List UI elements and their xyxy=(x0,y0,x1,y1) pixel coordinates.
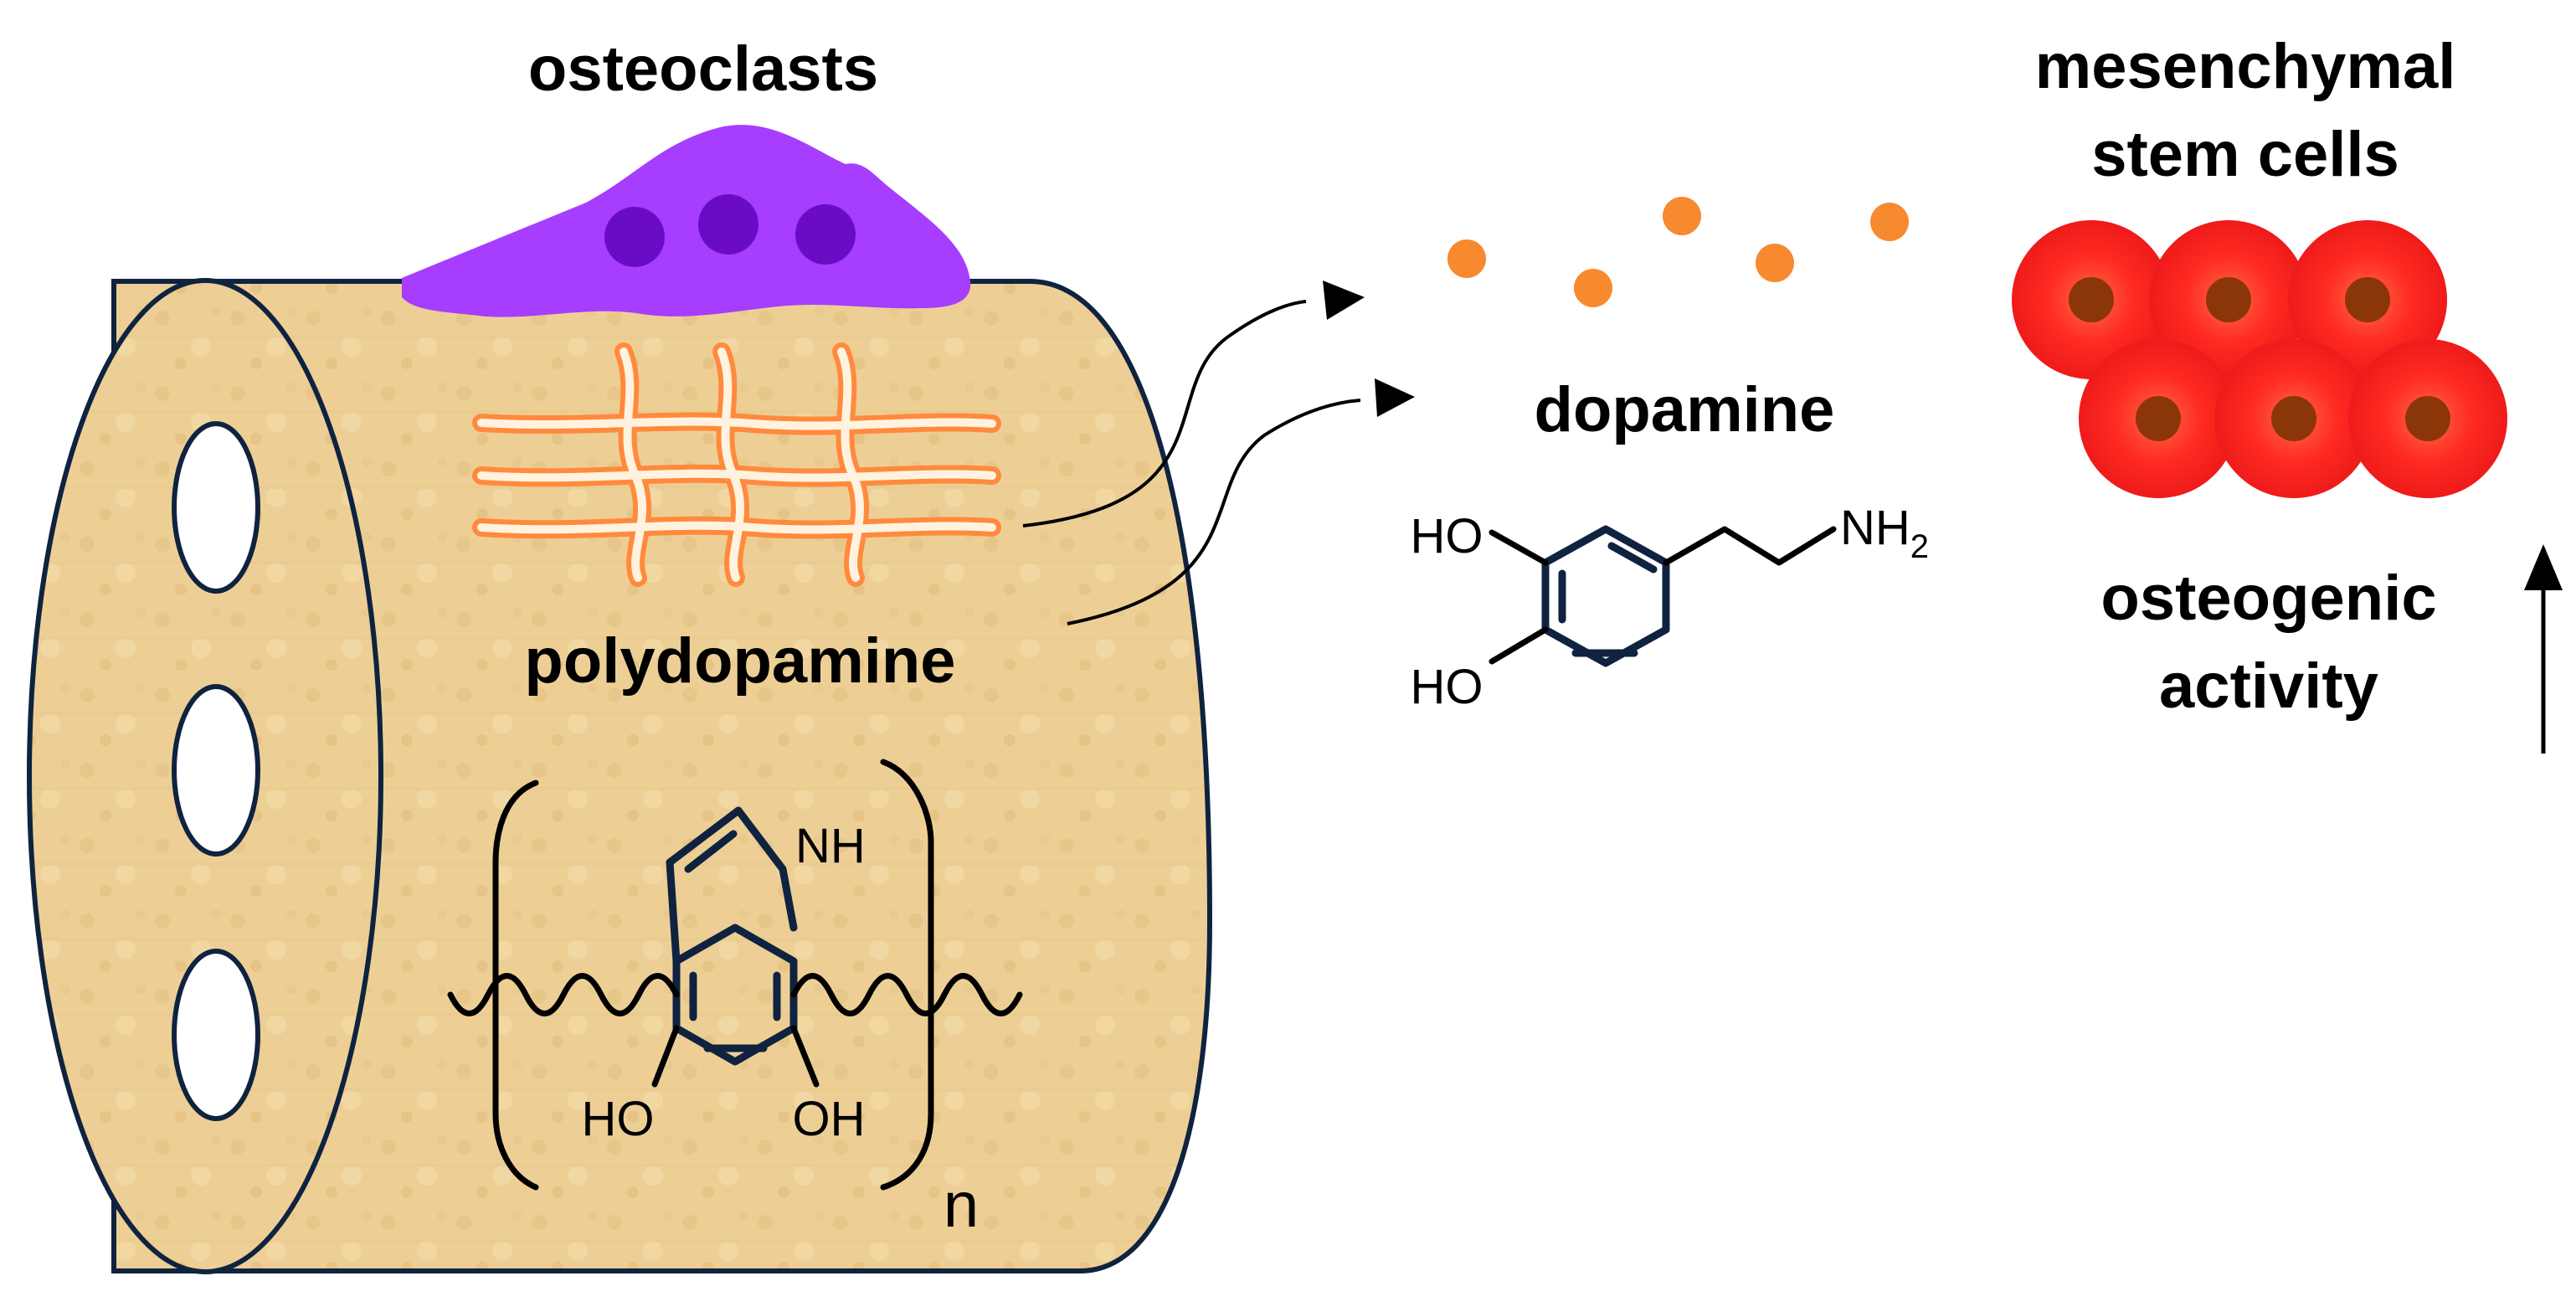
collagen-fibers xyxy=(472,342,1001,587)
osteoclasts-label: osteoclasts xyxy=(528,33,878,105)
dopamine-dot xyxy=(1574,269,1612,307)
dopamine-ho-top: HO xyxy=(1411,509,1483,563)
scaffold-pore-1 xyxy=(172,421,260,594)
dopamine-dots xyxy=(1447,197,1909,307)
dopamine-nh2: NH2 xyxy=(1840,501,1929,565)
msc-label-line2: stem cells xyxy=(2091,119,2399,190)
polydopamine-structure: NH HO OH n xyxy=(447,759,1023,1241)
dopamine-dot xyxy=(1870,203,1909,241)
osteoclast-nucleus-1 xyxy=(604,207,665,267)
osteogenic-label-line1: osteogenic xyxy=(2100,563,2436,634)
stem-cell xyxy=(2149,220,2308,379)
osteoclast-nucleus-3 xyxy=(795,204,856,265)
dopamine-structure: HO HO NH2 xyxy=(1411,501,1930,714)
pda-nh-label: NH xyxy=(795,819,866,873)
polydopamine-label: polydopamine xyxy=(524,625,955,697)
stem-cell xyxy=(2214,339,2373,498)
osteoclast-cell xyxy=(402,125,971,317)
scaffold-pore-3 xyxy=(172,949,260,1121)
osteogenic-label-line2: activity xyxy=(2159,651,2378,722)
release-arrow-icon xyxy=(1022,280,1415,625)
dopamine-ho-bottom: HO xyxy=(1411,660,1483,714)
stem-cell xyxy=(2079,339,2238,498)
dopamine-label: dopamine xyxy=(1535,374,1835,445)
dopamine-dot xyxy=(1447,239,1486,278)
stem-cell xyxy=(2288,220,2447,379)
stem-cell xyxy=(2348,339,2507,498)
osteoclast-nucleus-2 xyxy=(698,194,758,255)
dopamine-dot xyxy=(1663,197,1701,235)
up-arrow-icon xyxy=(2524,544,2563,754)
dopamine-dot xyxy=(1756,244,1794,282)
pda-repeat-n: n xyxy=(944,1170,979,1241)
pda-ho-label: HO xyxy=(582,1092,655,1146)
dopamine-nh-subscript: 2 xyxy=(1910,528,1929,565)
pda-oh-label: OH xyxy=(793,1092,866,1146)
dopamine-nh-text: NH xyxy=(1840,501,1910,555)
stem-cell xyxy=(2012,220,2171,379)
msc-label-line1: mesenchymal xyxy=(2035,31,2456,102)
scaffold-pore-2 xyxy=(172,684,260,857)
mesenchymal-stem-cells xyxy=(2012,220,2507,498)
